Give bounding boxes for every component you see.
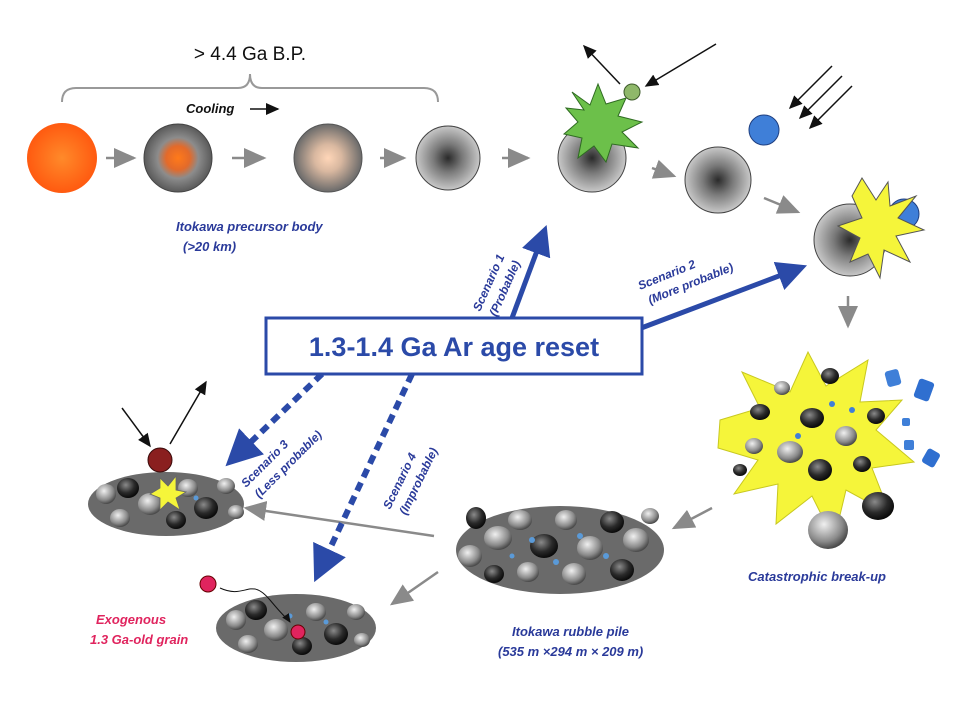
scenario3-arrow <box>225 371 325 467</box>
breakup-cluster <box>717 350 940 549</box>
yellow-impact-flash <box>836 177 926 280</box>
scenario4-arrow <box>313 372 415 583</box>
rubble-pile-label-line1: Itokawa rubble pile <box>512 624 629 639</box>
exogenous-label-line2: 1.3 Ga-old grain <box>90 632 188 647</box>
scenario1-arrow <box>509 224 551 319</box>
precursor-label-line2: (>20 km) <box>183 239 236 254</box>
scenario3-label: Scenario 3 (Less probable) <box>238 428 325 501</box>
breakup-label: Catastrophic break-up <box>748 569 886 584</box>
ejecta-arrow <box>582 44 621 85</box>
arrow-to-scenario3-pile <box>243 501 435 538</box>
arrow-to-rubble-pile <box>671 506 713 530</box>
incoming-arrow-b <box>798 75 843 120</box>
rubble-pile-label-line2: (535 m ×294 m × 209 m) <box>498 644 643 659</box>
cooled-body <box>415 125 481 191</box>
evolution-arrow-5 <box>651 159 677 179</box>
blue-impactor <box>748 114 780 146</box>
evolution-arrow-6 <box>763 195 801 214</box>
cooling-label: Cooling <box>186 101 234 116</box>
scenario2-arrow <box>635 261 808 333</box>
embedded-grain <box>290 624 306 640</box>
impactor-out-arrow <box>169 380 207 445</box>
incoming-arrow-a <box>788 65 833 110</box>
cooling-body-2 <box>293 123 363 193</box>
age-reset-label: 1.3-1.4 Ga Ar age reset <box>309 332 599 362</box>
scenario4-label: Scenario 4 (Improbable) <box>380 446 441 517</box>
impactor-in-arrow <box>121 407 151 448</box>
time-bracket <box>61 73 439 103</box>
cooling-body-1 <box>143 123 213 193</box>
green-impactor <box>623 83 641 101</box>
incoming-arrow-c <box>808 85 853 130</box>
hot-precursor-body <box>27 123 97 193</box>
exogenous-label-line1: Exogenous <box>96 612 166 627</box>
rubble-pile <box>456 506 664 594</box>
scenario3-rubble-pile <box>88 472 244 536</box>
arrow-to-scenario4-pile <box>389 570 439 606</box>
exogenous-grain <box>199 575 217 593</box>
precursor-body-2 <box>684 146 752 214</box>
green-impact-flash <box>562 82 644 164</box>
impactor-arrow-1 <box>644 43 717 87</box>
brown-impactor <box>147 447 173 473</box>
time-bracket-label: > 4.4 Ga B.P. <box>194 44 306 65</box>
age-reset-box <box>264 316 644 376</box>
grain-trajectory-arrow <box>219 587 291 623</box>
precursor-label-line1: Itokawa precursor body <box>176 219 323 234</box>
